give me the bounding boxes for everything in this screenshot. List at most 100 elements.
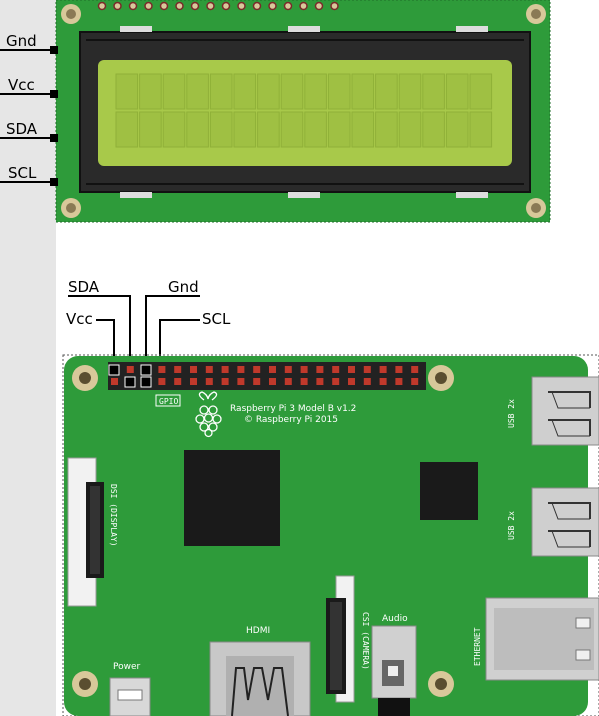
gpio-pin <box>237 366 245 373</box>
lcd-header-pin <box>206 1 215 11</box>
pi-usb-controller-chip <box>420 462 478 520</box>
usb-port-bottom <box>531 487 599 557</box>
lcd-character-cell <box>209 73 233 110</box>
gpio-pin <box>221 378 229 385</box>
gpio-pin <box>395 366 403 373</box>
gpio-pin <box>253 366 261 373</box>
gpio-pin <box>332 378 340 385</box>
gpio-wires <box>68 295 200 385</box>
pi-copyright-text: © Raspberry Pi 2015 <box>244 415 338 425</box>
gpio-pin <box>395 378 403 385</box>
usb-top-label: USB 2x <box>507 399 516 428</box>
gpio-pin <box>379 366 387 373</box>
lcd-header-pin <box>190 1 200 11</box>
lcd-header-pin <box>237 1 246 11</box>
pi-pcb <box>64 356 588 716</box>
lcd-character-cell <box>280 73 304 110</box>
gpio-label-scl: SCL <box>202 310 231 328</box>
lcd-character-cell <box>327 111 351 148</box>
lcd-character-cell <box>469 73 493 110</box>
lcd-pin-label-gnd: Gnd <box>6 32 37 50</box>
lcd-header-pin <box>330 1 339 11</box>
usb-port-top <box>531 376 599 446</box>
gpio-pin-scl <box>140 376 152 388</box>
lcd-character-cell <box>209 111 233 148</box>
dsi-connector <box>67 457 104 607</box>
gpio-pin <box>316 366 324 373</box>
gpio-pin <box>284 378 292 385</box>
audio-label: Audio <box>382 614 408 624</box>
gpio-pin <box>190 378 197 385</box>
lcd-header-pin <box>159 1 169 11</box>
lcd-character-cell <box>375 111 398 148</box>
csi-connector <box>326 575 355 703</box>
gpio-pin <box>174 378 182 385</box>
csi-label: CSI (CAMERA) <box>361 612 370 670</box>
gpio-pin <box>348 378 355 385</box>
gpio-label-gnd: Gnd <box>168 278 199 296</box>
lcd-header-pin <box>144 1 153 11</box>
audio-jack <box>371 625 417 716</box>
lcd-header-pin <box>175 1 184 11</box>
gpio-pin <box>300 378 308 385</box>
lcd-module <box>55 0 551 223</box>
dsi-label: DSI (DISPLAY) <box>109 484 118 547</box>
gpio-header <box>108 362 426 390</box>
lcd-character-cell <box>139 111 162 148</box>
lcd-pin-label-vcc: Vcc <box>8 76 35 94</box>
lcd-character-cell <box>304 73 327 110</box>
lcd-character-cell <box>375 73 398 110</box>
gpio-pin <box>190 366 197 373</box>
gpio-pin <box>174 366 182 373</box>
lcd-character-cell <box>398 73 422 110</box>
lcd-character-cell <box>422 73 445 110</box>
lcd-character-cell <box>186 73 209 110</box>
lcd-header-pin <box>283 1 293 11</box>
gpio-pin <box>205 378 213 385</box>
gpio-pin-sda <box>124 376 136 388</box>
lcd-character-cell <box>186 111 209 148</box>
gpio-pin <box>253 378 261 385</box>
pi-model-text: Raspberry Pi 3 Model B v1.2 <box>230 404 356 414</box>
gpio-pin <box>221 366 229 373</box>
gpio-pin <box>411 378 419 385</box>
usb-bottom-label: USB 2x <box>507 511 516 540</box>
gpio-pin <box>269 366 276 373</box>
lcd-character-cell <box>445 73 469 110</box>
gpio-pin <box>332 366 340 373</box>
lcd-header-pin <box>221 1 231 11</box>
lcd-character-cell <box>139 73 162 110</box>
lcd-character-cell <box>233 73 257 110</box>
pi-soc-chip <box>184 450 280 546</box>
gpio-pin <box>316 378 324 385</box>
lcd-pin-label-scl: SCL <box>8 164 37 182</box>
gpio-pin <box>379 378 387 385</box>
gpio-label-vcc: Vcc <box>66 310 93 328</box>
lcd-character-cell <box>351 73 375 110</box>
hdmi-label: HDMI <box>246 626 270 636</box>
lcd-character-grid <box>115 73 493 148</box>
lcd-character-cell <box>445 111 469 148</box>
gpio-pin <box>158 366 166 373</box>
lcd-character-cell <box>351 111 375 148</box>
gpio-pin <box>363 366 371 373</box>
gpio-pin <box>205 366 213 373</box>
gpio-pin <box>111 378 118 385</box>
lcd-header-pin <box>113 1 122 11</box>
raspberry-pi-board: GPIO Raspberry Pi 3 Model B v1.2 © Raspb… <box>62 354 599 716</box>
lcd-character-cell <box>469 111 493 148</box>
power-port <box>109 677 151 716</box>
gpio-silk-label: GPIO <box>159 397 178 406</box>
gpio-pin <box>363 378 371 385</box>
lcd-header-pin <box>252 1 262 11</box>
lcd-character-cell <box>398 111 422 148</box>
lcd-pin-label-sda: SDA <box>6 120 38 138</box>
gpio-label-sda: SDA <box>68 278 100 296</box>
lcd-character-cell <box>115 73 139 110</box>
gpio-pin-gnd <box>140 364 152 376</box>
gpio-pin-vcc <box>108 364 120 376</box>
gpio-pin <box>411 366 419 373</box>
lcd-header-pin <box>128 1 138 11</box>
gpio-pin <box>300 366 308 373</box>
power-label: Power <box>113 662 141 672</box>
